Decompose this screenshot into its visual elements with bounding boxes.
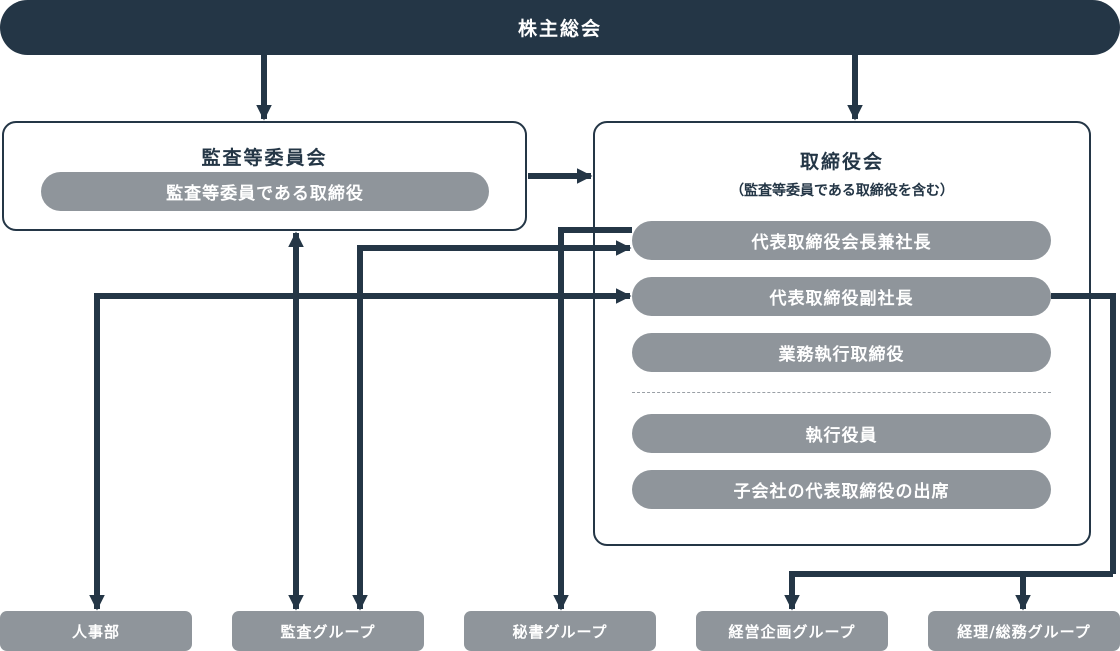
shareholders-meeting-label: 株主総会 [517, 18, 602, 40]
audit-committee-panel: 監査等委員会 監査等委員である取締役 [2, 121, 527, 231]
dept-corporate-planning-group: 経営企画グループ [696, 611, 888, 651]
board-divider [632, 392, 1051, 393]
attendee-executive-officers: 執行役員 [632, 414, 1051, 453]
audit-committee-title: 監査等委員会 [201, 147, 328, 169]
board-member-executive-director: 業務執行取締役 [632, 333, 1051, 372]
board-title: 取締役会 [799, 151, 884, 173]
arrow-audit-group-to-chairman [357, 240, 632, 609]
board-subtitle: （監査等委員である取締役を含む） [730, 183, 954, 199]
board-member-chairman-president: 代表取締役会長兼社長 [632, 221, 1051, 260]
audit-committee-member: 監査等委員である取締役 [41, 172, 489, 211]
dept-human-resources: 人事部 [0, 611, 192, 651]
board-member-vice-president: 代表取締役副社長 [632, 277, 1051, 316]
dept-accounting-general-affairs-group: 経理/総務グループ [928, 611, 1120, 651]
dept-secretary-group: 秘書グループ [464, 611, 656, 651]
dept-audit-group: 監査グループ [232, 611, 424, 651]
shareholders-meeting-banner: 株主総会 [0, 0, 1120, 55]
attendee-subsidiary-representatives: 子会社の代表取締役の出席 [632, 470, 1051, 509]
arrow-to-corporate-planning [784, 571, 1113, 611]
